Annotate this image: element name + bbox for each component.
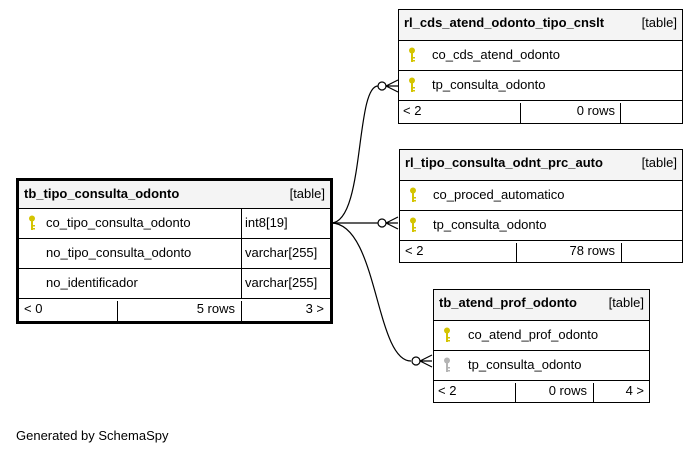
table-name: tb_atend_prof_odonto	[439, 295, 577, 310]
column-type: int8[19]	[245, 215, 288, 230]
divider	[621, 243, 622, 262]
table-footer: < 2 78 rows	[400, 240, 682, 262]
children-link[interactable]: 4 >	[625, 383, 644, 398]
table-kind: [table]	[641, 15, 677, 30]
divider	[241, 269, 242, 298]
generated-by-label: Generated by SchemaSpy	[16, 428, 169, 443]
divider	[117, 301, 118, 321]
table-tb-tipo-consulta-odonto[interactable]: tb_tipo_consulta_odonto [table] co_tipo_…	[16, 178, 333, 324]
divider	[620, 103, 621, 123]
column-row[interactable]: co_tipo_consulta_odonto int8[19]	[19, 208, 330, 238]
parents-link[interactable]: < 2	[403, 103, 422, 118]
column-name: tp_consulta_odonto	[468, 357, 582, 372]
column-row[interactable]: tp_consulta_odonto	[399, 70, 682, 100]
column-name: co_atend_prof_odonto	[468, 327, 599, 342]
divider	[593, 383, 594, 402]
link-to-tb-atend-prof-odonto	[330, 222, 412, 362]
primary-key-icon	[409, 47, 415, 62]
column-name: co_cds_atend_odonto	[432, 47, 560, 62]
column-row[interactable]: tp_consulta_odonto	[400, 210, 682, 240]
column-name: tp_consulta_odonto	[433, 217, 547, 232]
row-count: 0 rows	[576, 103, 615, 118]
divider	[515, 383, 516, 402]
table-header: rl_cds_atend_odonto_tipo_cnslt [table]	[399, 10, 682, 40]
table-kind: [table]	[608, 295, 644, 310]
divider	[520, 103, 521, 123]
column-name: tp_consulta_odonto	[432, 77, 546, 92]
optional-marker	[377, 218, 387, 228]
parents-link[interactable]: < 2	[405, 243, 424, 258]
table-footer: < 0 5 rows 3 >	[19, 298, 330, 321]
divider	[241, 301, 242, 321]
row-count: 78 rows	[569, 243, 615, 258]
primary-key-icon	[410, 187, 416, 202]
table-header: rl_tipo_consulta_odnt_prc_auto [table]	[400, 150, 682, 180]
parents-link[interactable]: < 0	[24, 301, 43, 316]
divider	[241, 209, 242, 238]
column-row[interactable]: co_cds_atend_odonto	[399, 40, 682, 70]
table-header: tb_atend_prof_odonto [table]	[434, 290, 649, 320]
column-name: co_proced_automatico	[433, 187, 565, 202]
table-tb-atend-prof-odonto[interactable]: tb_atend_prof_odonto [table] co_atend_pr…	[433, 289, 650, 403]
column-type: varchar[255]	[245, 275, 318, 290]
table-kind: [table]	[641, 155, 677, 170]
table-header: tb_tipo_consulta_odonto [table]	[19, 181, 330, 208]
table-name: rl_cds_atend_odonto_tipo_cnslt	[404, 15, 605, 30]
column-name: no_tipo_consulta_odonto	[46, 245, 192, 260]
row-count: 5 rows	[196, 301, 235, 316]
column-row[interactable]: no_tipo_consulta_odonto varchar[255]	[19, 238, 330, 268]
column-row[interactable]: tp_consulta_odonto	[434, 350, 649, 380]
column-name: no_identificador	[46, 275, 138, 290]
table-name: tb_tipo_consulta_odonto	[24, 186, 180, 201]
foreign-key-icon	[444, 357, 450, 372]
column-type: varchar[255]	[245, 245, 318, 260]
table-name: rl_tipo_consulta_odnt_prc_auto	[405, 155, 603, 170]
primary-key-icon	[409, 77, 415, 92]
link-to-rl-cds-atend-odonto-tipo-cnslt	[330, 85, 379, 224]
row-count: 0 rows	[548, 383, 587, 398]
column-row[interactable]: co_atend_prof_odonto	[434, 320, 649, 350]
divider	[241, 239, 242, 268]
table-footer: < 2 0 rows	[399, 100, 682, 123]
parents-link[interactable]: < 2	[438, 383, 457, 398]
optional-marker	[411, 356, 421, 366]
primary-key-icon	[444, 327, 450, 342]
table-kind: [table]	[289, 186, 325, 201]
table-rl-tipo-consulta-odnt-prc-auto[interactable]: rl_tipo_consulta_odnt_prc_auto [table] c…	[399, 149, 683, 263]
column-row[interactable]: co_proced_automatico	[400, 180, 682, 210]
table-footer: < 2 0 rows 4 >	[434, 380, 649, 402]
primary-key-icon	[410, 217, 416, 232]
table-rl-cds-atend-odonto-tipo-cnslt[interactable]: rl_cds_atend_odonto_tipo_cnslt [table] c…	[398, 9, 683, 124]
column-name: co_tipo_consulta_odonto	[46, 215, 191, 230]
primary-key-icon	[29, 215, 35, 230]
children-link[interactable]: 3 >	[305, 301, 324, 316]
optional-marker	[377, 81, 387, 91]
column-row[interactable]: no_identificador varchar[255]	[19, 268, 330, 298]
divider	[516, 243, 517, 262]
